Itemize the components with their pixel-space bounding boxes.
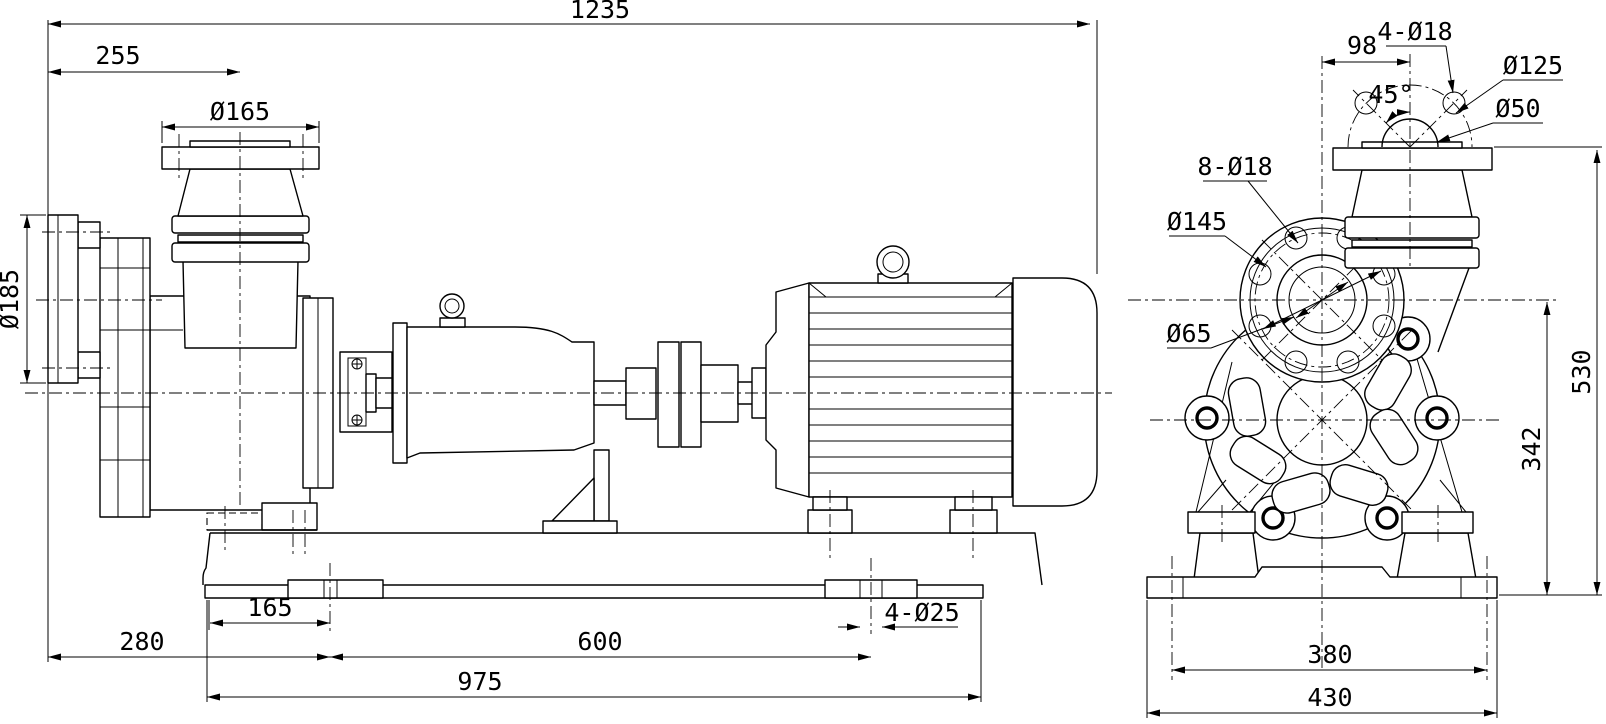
coupling — [593, 341, 767, 448]
dim-port-center-height: 342 — [1517, 426, 1546, 471]
frame-support-bracket — [542, 449, 618, 534]
dim-anchor-holes: 4-Ø25 — [884, 598, 959, 627]
dim-top-bore: Ø50 — [1495, 94, 1540, 123]
end-view-centerlines — [1128, 54, 1556, 680]
side-view: 1235 255 Ø165 Ø185 165 280 600 975 4-Ø25 — [0, 0, 1112, 702]
dim-base-length: 975 — [457, 667, 502, 696]
dim-base-edge-to-anchor: 165 — [247, 593, 292, 622]
discharge-flange — [36, 214, 162, 384]
end-view: 98 4-Ø18 Ø125 Ø50 45° 8-Ø18 Ø145 Ø65 530 — [1128, 17, 1602, 718]
dim-overall-length: 1235 — [570, 0, 630, 24]
dim-top-bolt-circle: Ø125 — [1503, 51, 1563, 80]
baseplate — [202, 532, 1043, 634]
dim-face-to-anchor: 280 — [119, 627, 164, 656]
bearing-frame — [339, 293, 618, 534]
dim-face-to-suction: 255 — [95, 41, 140, 70]
dim-front-flange-holes: 8-Ø18 — [1197, 152, 1272, 181]
dim-top-flange-holes: 4-Ø18 — [1377, 17, 1452, 46]
cover-windows — [1227, 353, 1419, 514]
dim-overall-height: 530 — [1567, 349, 1596, 394]
dim-suction-flange-od: Ø165 — [210, 97, 270, 126]
dim-foot-bolt-span: 380 — [1307, 640, 1352, 669]
motor — [751, 245, 1098, 558]
dim-port-offset: 98 — [1347, 31, 1377, 60]
dim-anchor-spacing: 600 — [577, 627, 622, 656]
fan-cover — [1012, 277, 1098, 507]
end-view-base — [1146, 505, 1498, 599]
dim-discharge-flange-od: Ø185 — [0, 269, 24, 329]
mechanical-seal — [339, 351, 393, 433]
motor-feet — [807, 490, 998, 558]
side-view-dimensions: 1235 255 Ø165 Ø185 165 280 600 975 4-Ø25 — [0, 0, 1098, 702]
dim-front-bore: Ø65 — [1166, 319, 1211, 348]
dim-hole-angle: 45° — [1368, 80, 1413, 109]
top-discharge-flange — [1332, 84, 1493, 269]
end-view-dimensions: 98 4-Ø18 Ø125 Ø50 45° 8-Ø18 Ø145 Ø65 530 — [1146, 17, 1602, 718]
dim-base-width: 430 — [1307, 683, 1352, 712]
suction-branch — [161, 132, 320, 505]
dim-front-bolt-circle: Ø145 — [1167, 207, 1227, 236]
